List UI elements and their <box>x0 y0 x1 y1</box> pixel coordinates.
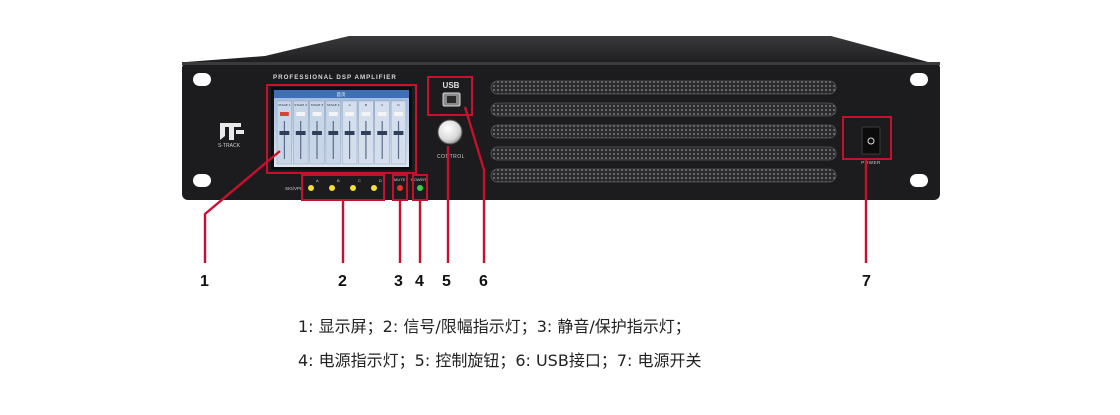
screen-fader-knob <box>279 131 290 135</box>
legend-line-1: 1: 显示屏；2: 信号/限幅指示灯；3: 静音/保护指示灯； <box>298 317 691 336</box>
brand-logo <box>220 123 244 140</box>
screen-fader-track <box>283 121 285 159</box>
mute-led <box>397 185 403 191</box>
sig-led-label: D <box>379 178 382 183</box>
screen-channel-header: STAGE 4 <box>327 103 340 107</box>
sig-led <box>308 185 314 191</box>
screen-title: 首页 <box>337 91 346 98</box>
power-led-label: POWER <box>411 177 426 182</box>
usb-port-inner <box>447 96 456 103</box>
vent-slot <box>490 168 837 183</box>
front-panel-edge <box>182 62 940 65</box>
screen-fader-track <box>316 121 318 159</box>
rack-hole <box>910 73 928 86</box>
callout-number-3: 3 <box>394 273 403 290</box>
screen-fader-knob <box>295 131 306 135</box>
screen-fader-knob <box>393 131 404 135</box>
mute-label: MUTE <box>394 177 406 182</box>
screen-channel-header: C <box>381 103 383 107</box>
vent-slot <box>490 80 837 95</box>
vent-grilles <box>490 80 837 183</box>
screen-fader-track <box>349 121 351 159</box>
screen-fader-track <box>381 121 383 159</box>
callout-box-usb <box>427 76 473 116</box>
callout-number-4: 4 <box>415 273 424 290</box>
leader-line-6 <box>463 106 486 263</box>
sig-led <box>329 185 335 191</box>
usb-label: USB <box>443 81 460 90</box>
sig-led-label: B <box>337 178 340 183</box>
screen-channel-header: D <box>397 103 400 107</box>
callout-number-7: 7 <box>862 273 871 290</box>
callout-number-5: 5 <box>442 273 451 290</box>
screen-channel-header: A <box>349 103 352 107</box>
screen-fader-track <box>397 121 400 159</box>
brand-subtitle: S-TRACK <box>218 143 241 149</box>
screen-mute-button <box>328 112 338 116</box>
rack-hole <box>193 73 211 86</box>
screen-titlebar <box>274 90 409 98</box>
screen-fader-knob <box>361 131 371 135</box>
power-switch[interactable] <box>861 126 881 155</box>
power-switch-mark <box>867 137 875 145</box>
power-label: POWER <box>861 160 881 165</box>
screen-channel-header: STAGE 2 <box>294 103 307 107</box>
legend-line-2: 4: 电源指示灯；5: 控制旋钮；6: USB接口；7: 电源开关 <box>298 351 702 370</box>
screen-mute-button <box>394 112 403 116</box>
control-knob[interactable] <box>437 119 463 145</box>
screen-mute-button <box>361 112 371 116</box>
screen-mute-button <box>280 112 289 116</box>
callout-number-1: 1 <box>200 273 209 290</box>
screen-mute-button <box>312 112 322 116</box>
power-led <box>417 185 423 191</box>
screen-channel-header: STAGE 3 <box>311 103 324 107</box>
sig-led <box>350 185 356 191</box>
rack-hole <box>910 174 928 187</box>
screen-fader-knob <box>377 131 388 135</box>
screen-fader-track <box>300 121 302 159</box>
vent-slot <box>490 124 837 139</box>
rack-hole <box>193 174 211 187</box>
callout-number-2: 2 <box>338 273 347 290</box>
control-label: CONTROL <box>437 154 465 160</box>
sig-led-label: A <box>316 178 319 183</box>
screen-fader-knob <box>312 131 322 135</box>
screen-mute-button <box>345 112 354 116</box>
sig-vpl-label: SIG/VPL <box>285 186 303 191</box>
model-header: PROFESSIONAL DSP AMPLIFIER <box>273 74 397 81</box>
screen-fader-knob <box>328 131 339 135</box>
screen-channel-header: B <box>365 103 367 107</box>
screen-mute-button <box>377 112 387 116</box>
sig-led-label: C <box>358 178 361 183</box>
screen-fader-track <box>332 121 334 159</box>
vent-slot <box>490 146 837 161</box>
screen-fader-knob <box>344 131 355 135</box>
sig-led <box>371 185 377 191</box>
callout-number-6: 6 <box>479 273 488 290</box>
sig-led-group: A B C D <box>308 178 382 191</box>
screen-mute-button <box>296 112 306 116</box>
vent-slot <box>490 102 837 117</box>
callout-box-display <box>266 84 417 174</box>
chassis-top <box>186 36 928 62</box>
screen-channel-header: STAGE 1 <box>278 103 291 107</box>
leader-line-1 <box>203 150 281 263</box>
screen-fader-track <box>365 121 367 159</box>
